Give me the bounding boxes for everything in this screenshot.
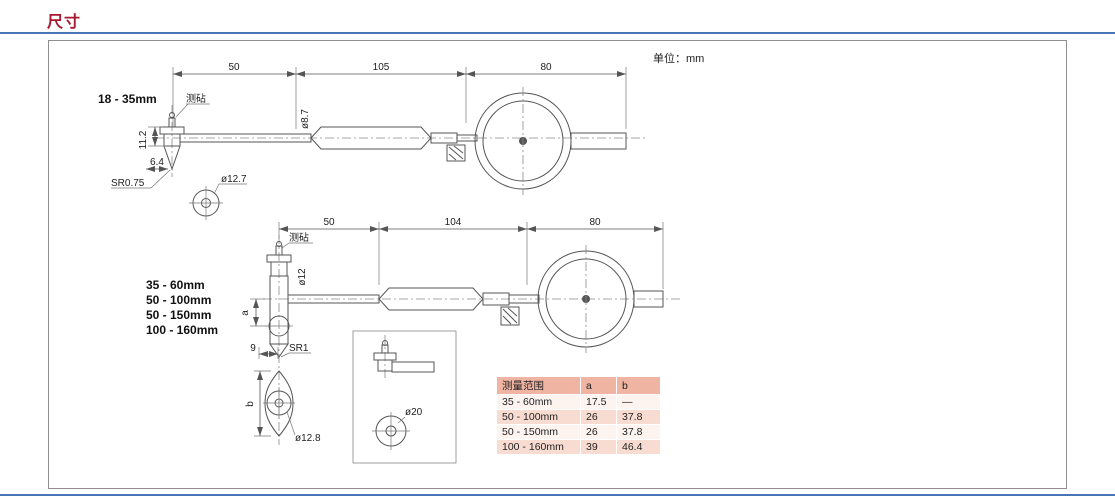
- drawing-bottom: 50 104 80 35 - 60mm 50 - 100mm 50 - 150m…: [146, 217, 681, 464]
- dim-11-2: 11.2: [138, 130, 149, 149]
- range-label-4: 100 - 160mm: [146, 323, 218, 337]
- header-a: a: [580, 376, 617, 395]
- dim-bottom-104: 104: [445, 217, 462, 228]
- cell-b: 46.4: [616, 439, 661, 455]
- page-title: 尺寸: [47, 14, 82, 31]
- table-row: 100 - 160mm 39 46.4: [496, 439, 661, 455]
- top-divider: [0, 32, 1115, 34]
- dim-9: 9: [250, 343, 256, 354]
- cell-range: 50 - 150mm: [496, 424, 581, 440]
- rod-dia-bottom: ø12: [297, 268, 308, 286]
- detail-dia: ø20: [405, 407, 423, 418]
- cell-range: 35 - 60mm: [496, 394, 581, 410]
- stem-bottom: [482, 292, 540, 326]
- tip-radius-callout-bottom: SR1: [280, 343, 311, 358]
- contact-front-view-top: ø12.7: [189, 174, 247, 220]
- detail-view: ø20: [352, 330, 457, 464]
- cell-range: 50 - 100mm: [496, 409, 581, 425]
- range-label-1: 35 - 60mm: [146, 278, 205, 292]
- diagram-panel: 单位：mm 50 105 80 18 - 35mm: [48, 40, 1067, 489]
- rod-dia-top: ø8.7: [300, 109, 311, 129]
- cell-b: 37.8: [616, 409, 661, 425]
- contact-dia-bottom: ø12.8: [295, 433, 321, 444]
- dim-6-4: 6.4: [150, 157, 164, 168]
- anvil-label-bottom: 测砧: [289, 231, 309, 244]
- anvil-callout-bottom: 测砧: [281, 231, 313, 249]
- range-label-2: 50 - 100mm: [146, 293, 211, 307]
- contact-dia-top: ø12.7: [221, 174, 247, 185]
- dim-a-group: a: [240, 298, 267, 327]
- cell-a: 17.5: [580, 394, 617, 410]
- range-label-top: 18 - 35mm: [98, 92, 157, 106]
- anvil-callout-top: 测砧: [175, 92, 210, 118]
- tip-radius-top: SR0.75: [111, 178, 145, 189]
- dim-top-80: 80: [540, 62, 552, 73]
- cell-a: 26: [580, 424, 617, 440]
- dim-bottom-80: 80: [589, 217, 601, 228]
- stem-top: [430, 132, 478, 162]
- lower-anvil-view: ø12.8: [263, 370, 321, 444]
- table-row: 50 - 150mm 26 37.8: [496, 424, 661, 440]
- cell-a: 26: [580, 409, 617, 425]
- table-row: 50 - 100mm 26 37.8: [496, 409, 661, 425]
- dim-b-group: b: [245, 370, 271, 437]
- dim-top-50: 50: [228, 62, 240, 73]
- bottom-divider: [0, 494, 1115, 496]
- unit-label: 单位：mm: [653, 51, 704, 65]
- header-range: 测量范围: [496, 376, 581, 395]
- anvil-dims-top: 11.2 6.4 SR0.75: [111, 126, 171, 189]
- dim-bottom-50: 50: [323, 217, 335, 228]
- cell-range: 100 - 160mm: [496, 439, 581, 455]
- cell-b: —: [616, 394, 661, 410]
- dim-a: a: [240, 310, 251, 316]
- table-header-row: 测量范围 a b: [496, 376, 661, 395]
- tip-radius-bottom: SR1: [289, 343, 309, 354]
- technical-drawing: 单位：mm 50 105 80 18 - 35mm: [98, 51, 704, 464]
- cell-a: 39: [580, 439, 617, 455]
- table-row: 35 - 60mm 17.5 —: [496, 394, 661, 410]
- header-b: b: [616, 376, 661, 395]
- anvil-head-bottom: [266, 241, 292, 358]
- drawing-top-dim-chain: 50 105 80: [172, 62, 627, 129]
- dim-9-group: 9: [250, 343, 279, 359]
- drawing-bottom-dim-chain: 50 104 80: [278, 217, 664, 289]
- range-label-3: 50 - 150mm: [146, 308, 211, 322]
- drawing-top: 50 105 80 18 - 35mm 测砧: [98, 62, 645, 220]
- dim-top-105: 105: [373, 62, 390, 73]
- cell-b: 37.8: [616, 424, 661, 440]
- dim-b: b: [245, 401, 256, 407]
- measuring-range-table: 测量范围 a b 35 - 60mm 17.5 — 50 - 100mm 26 …: [496, 376, 661, 455]
- anvil-label-top: 测砧: [186, 92, 206, 105]
- dial-indicator-top: [474, 92, 627, 190]
- detail-head: [373, 340, 435, 373]
